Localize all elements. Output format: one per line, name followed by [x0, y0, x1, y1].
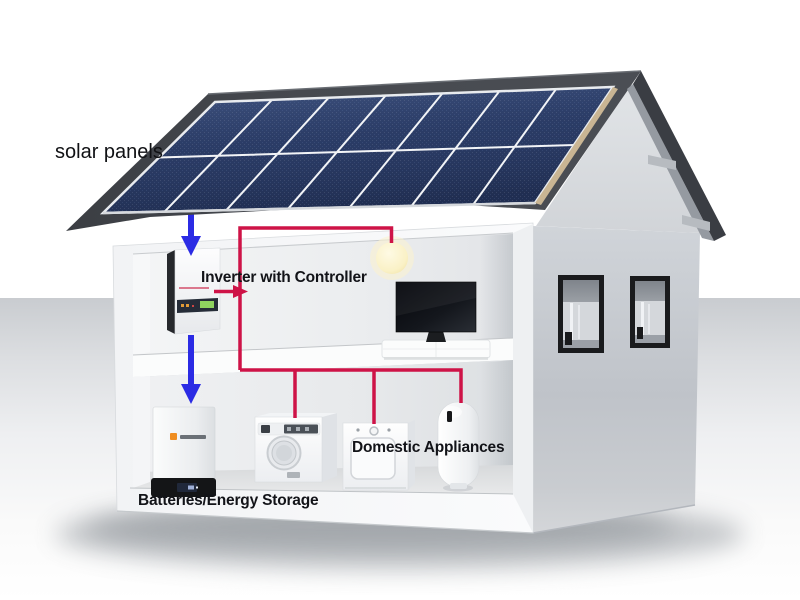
arrow-panels-to-inverter	[188, 211, 194, 239]
power-wires	[214, 226, 463, 424]
dc-flow-arrows	[181, 211, 201, 404]
panel-grid-lines	[158, 88, 575, 213]
heater-vent	[447, 411, 452, 422]
gable-wall	[536, 87, 700, 233]
tv-stand-neck	[426, 331, 446, 342]
television	[381, 281, 491, 360]
light-bulb	[370, 236, 414, 280]
panel-frame-edge	[535, 87, 618, 205]
water-heater	[437, 401, 480, 492]
washing-machine	[254, 413, 337, 483]
arrow-inverter-to-battery	[188, 335, 194, 387]
tumble-dryer	[342, 420, 415, 491]
tv-screen	[395, 281, 477, 333]
roof-bracket	[648, 155, 676, 170]
window-left	[558, 275, 604, 353]
domestic-appliances-label: Domestic Appliances	[352, 439, 505, 456]
wire-lower-bus	[240, 368, 463, 403]
roof-bracket	[682, 215, 710, 231]
battery-logo-icon	[170, 433, 177, 440]
solar-panels-label: solar panels	[55, 141, 163, 163]
battery-logo-text	[180, 435, 206, 439]
dryer-door	[350, 437, 396, 480]
battery-display	[177, 483, 197, 492]
solar-panel-array	[99, 85, 618, 215]
roof	[66, 70, 726, 241]
battery-energy-storage	[151, 406, 216, 497]
inverter	[167, 247, 221, 335]
red-arrow-head	[233, 285, 248, 298]
inverter-label: Inverter with Controller	[201, 269, 367, 286]
batteries-label: Batteries/Energy Storage	[138, 492, 319, 509]
roof-right-edge	[627, 71, 726, 241]
wire-to-lightbulb	[238, 226, 394, 370]
window-right	[630, 276, 670, 348]
